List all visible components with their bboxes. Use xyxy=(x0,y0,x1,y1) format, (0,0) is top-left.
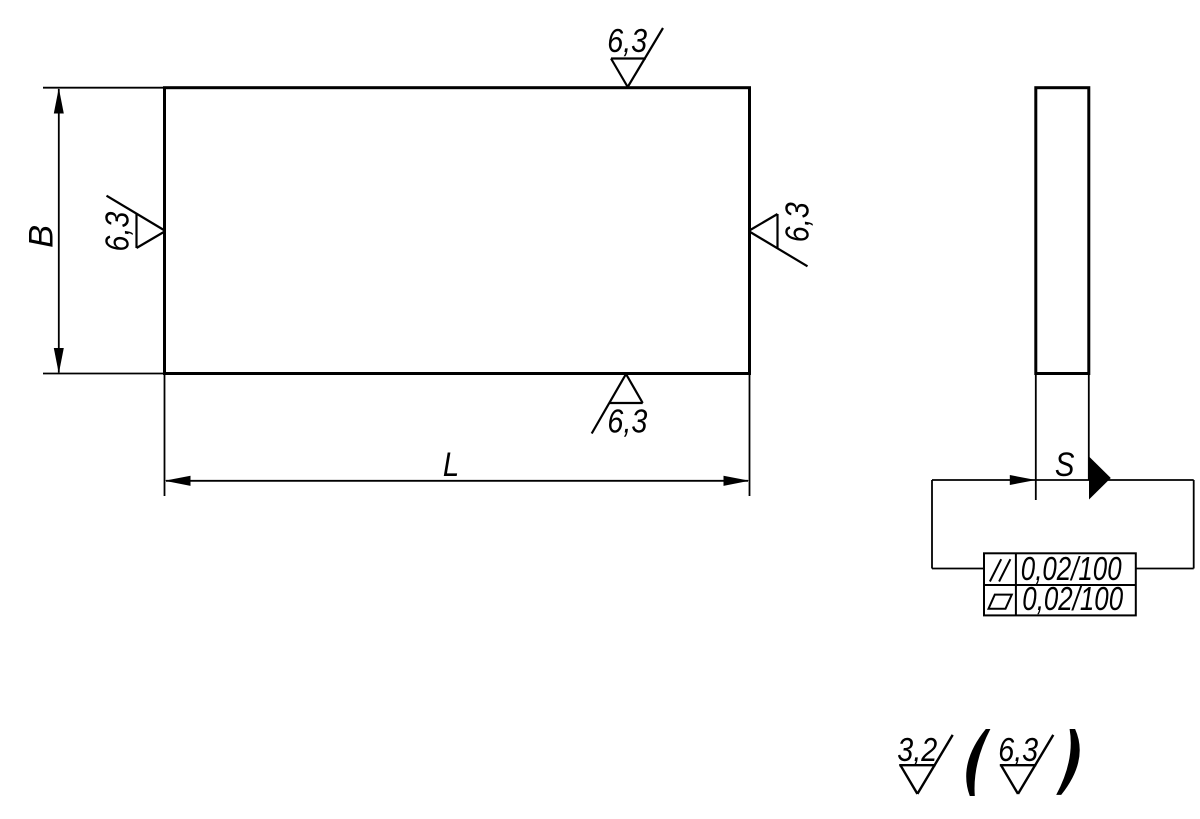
svg-text:6,3: 6,3 xyxy=(607,403,647,440)
svg-text:6,3: 6,3 xyxy=(99,212,136,252)
svg-text:6,3: 6,3 xyxy=(998,731,1038,768)
svg-text:B: B xyxy=(23,225,61,248)
svg-text:S: S xyxy=(1055,445,1075,484)
svg-text:L: L xyxy=(443,445,459,484)
svg-text:6,3: 6,3 xyxy=(607,22,647,59)
svg-text:0,02/100: 0,02/100 xyxy=(1022,581,1123,618)
svg-text:0,02/100: 0,02/100 xyxy=(1021,551,1122,588)
svg-text:6,3: 6,3 xyxy=(778,202,815,242)
svg-text:3,2: 3,2 xyxy=(897,731,937,768)
